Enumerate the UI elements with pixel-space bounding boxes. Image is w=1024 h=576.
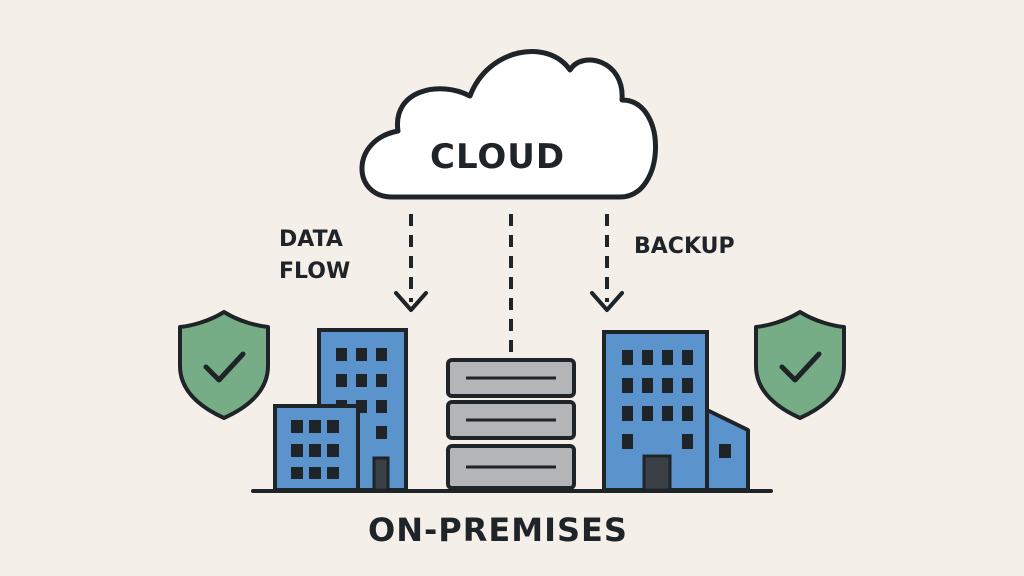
building-icon xyxy=(273,404,360,492)
data-flow-label: DATA FLOW xyxy=(279,224,350,288)
data-flow-label-line2: FLOW xyxy=(279,259,351,284)
backup-arrow xyxy=(590,214,624,312)
data-flow-arrow xyxy=(394,214,428,312)
server-rack-icon xyxy=(446,358,576,490)
shield-check-icon xyxy=(754,310,846,420)
building-icon xyxy=(602,330,750,492)
on-premises-label: ON-PREMISES xyxy=(368,511,628,549)
backup-label: BACKUP xyxy=(634,234,735,259)
cloud-icon xyxy=(359,48,658,200)
cloud-label: CLOUD xyxy=(430,137,566,177)
shield-check-icon xyxy=(178,310,270,420)
data-flow-label-line1: DATA xyxy=(279,227,343,252)
